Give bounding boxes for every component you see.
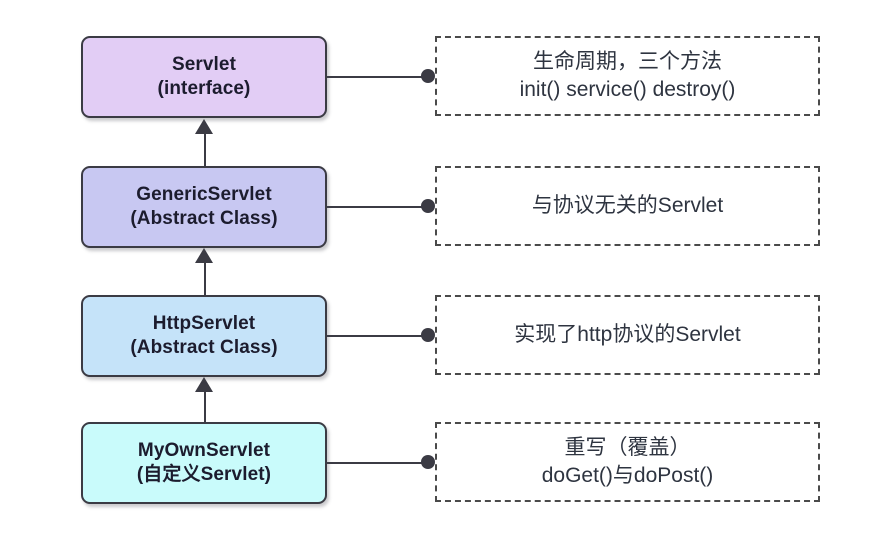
inheritance-arrowhead-myown-to-http [195,377,213,392]
class-box-servlet-stereotype: (interface) [157,78,251,99]
class-box-http-servlet-stereotype: (Abstract Class) [130,337,278,358]
note-link-dot-servlet [421,69,435,83]
inheritance-arrowhead-http-to-generic [195,248,213,263]
note-box-generic-servlet-line1: 与协议无关的Servlet [531,194,724,218]
note-box-my-own-servlet-line2: doGet()与doPost() [541,464,714,487]
note-link-dot-my-own-servlet [421,455,435,469]
note-link-servlet [327,76,429,78]
note-link-http-servlet [327,335,429,337]
note-box-servlet[interactable]: 生命周期，三个方法 init() service() destroy() [435,36,820,116]
class-box-http-servlet[interactable]: HttpServlet (Abstract Class) [81,295,327,377]
note-box-generic-servlet[interactable]: 与协议无关的Servlet [435,166,820,246]
class-box-my-own-servlet[interactable]: MyOwnServlet (自定义Servlet) [81,422,327,504]
class-box-generic-servlet[interactable]: GenericServlet (Abstract Class) [81,166,327,248]
note-link-my-own-servlet [327,462,429,464]
inheritance-edge-http-to-generic [203,262,206,295]
class-box-servlet-name: Servlet [171,53,237,75]
note-box-servlet-line2: init() service() destroy() [519,78,736,101]
inheritance-edge-generic-to-servlet [203,133,206,166]
class-box-http-servlet-name: HttpServlet [152,312,256,334]
note-box-http-servlet[interactable]: 实现了http协议的Servlet [435,295,820,375]
class-box-my-own-servlet-name: MyOwnServlet [137,439,271,461]
class-box-my-own-servlet-stereotype: (自定义Servlet) [136,464,272,485]
class-box-servlet[interactable]: Servlet (interface) [81,36,327,118]
note-link-dot-generic-servlet [421,199,435,213]
note-box-servlet-line1: 生命周期，三个方法 [533,50,722,74]
class-box-generic-servlet-name: GenericServlet [136,183,272,205]
note-link-generic-servlet [327,206,429,208]
note-box-my-own-servlet[interactable]: 重写（覆盖） doGet()与doPost() [435,422,820,502]
inheritance-arrowhead-generic-to-servlet [195,119,213,134]
note-link-dot-http-servlet [421,328,435,342]
class-box-generic-servlet-stereotype: (Abstract Class) [130,208,278,229]
inheritance-edge-myown-to-http [203,391,206,422]
note-box-http-servlet-line1: 实现了http协议的Servlet [514,323,741,347]
note-box-my-own-servlet-line1: 重写（覆盖） [564,436,691,460]
